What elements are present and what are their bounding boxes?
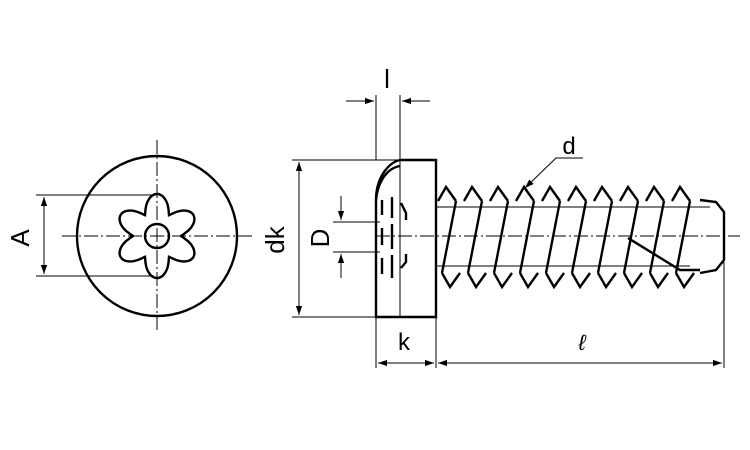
thread-flank	[436, 184, 461, 290]
label-length: ℓ	[577, 330, 586, 355]
thread-flank	[462, 184, 487, 290]
label-small-d: d	[562, 133, 575, 160]
screw-tip	[699, 198, 726, 275]
label-a: A	[5, 229, 35, 247]
recess-lobe-bottom	[380, 254, 408, 278]
thread-flank	[514, 184, 539, 290]
label-l: l	[384, 64, 390, 94]
head-profile	[374, 158, 438, 319]
thread-profile	[436, 184, 695, 290]
label-dk: dk	[260, 225, 290, 253]
label-k: k	[398, 329, 411, 356]
tip-cut	[627, 236, 700, 272]
head-face-curve	[374, 164, 401, 201]
end-view: A	[5, 140, 252, 332]
recess-lobe-top	[380, 197, 408, 220]
side-view: dk D l d k ℓ	[260, 64, 740, 368]
dim-d-leader	[524, 157, 583, 189]
thread-flank	[540, 184, 565, 290]
thread-flank	[566, 184, 591, 290]
thread-flank	[592, 184, 617, 290]
label-d: D	[305, 229, 335, 248]
thread-flank	[618, 184, 643, 290]
thread-flank	[670, 184, 695, 290]
thread-flank	[644, 184, 669, 290]
thread-flank	[488, 184, 513, 290]
